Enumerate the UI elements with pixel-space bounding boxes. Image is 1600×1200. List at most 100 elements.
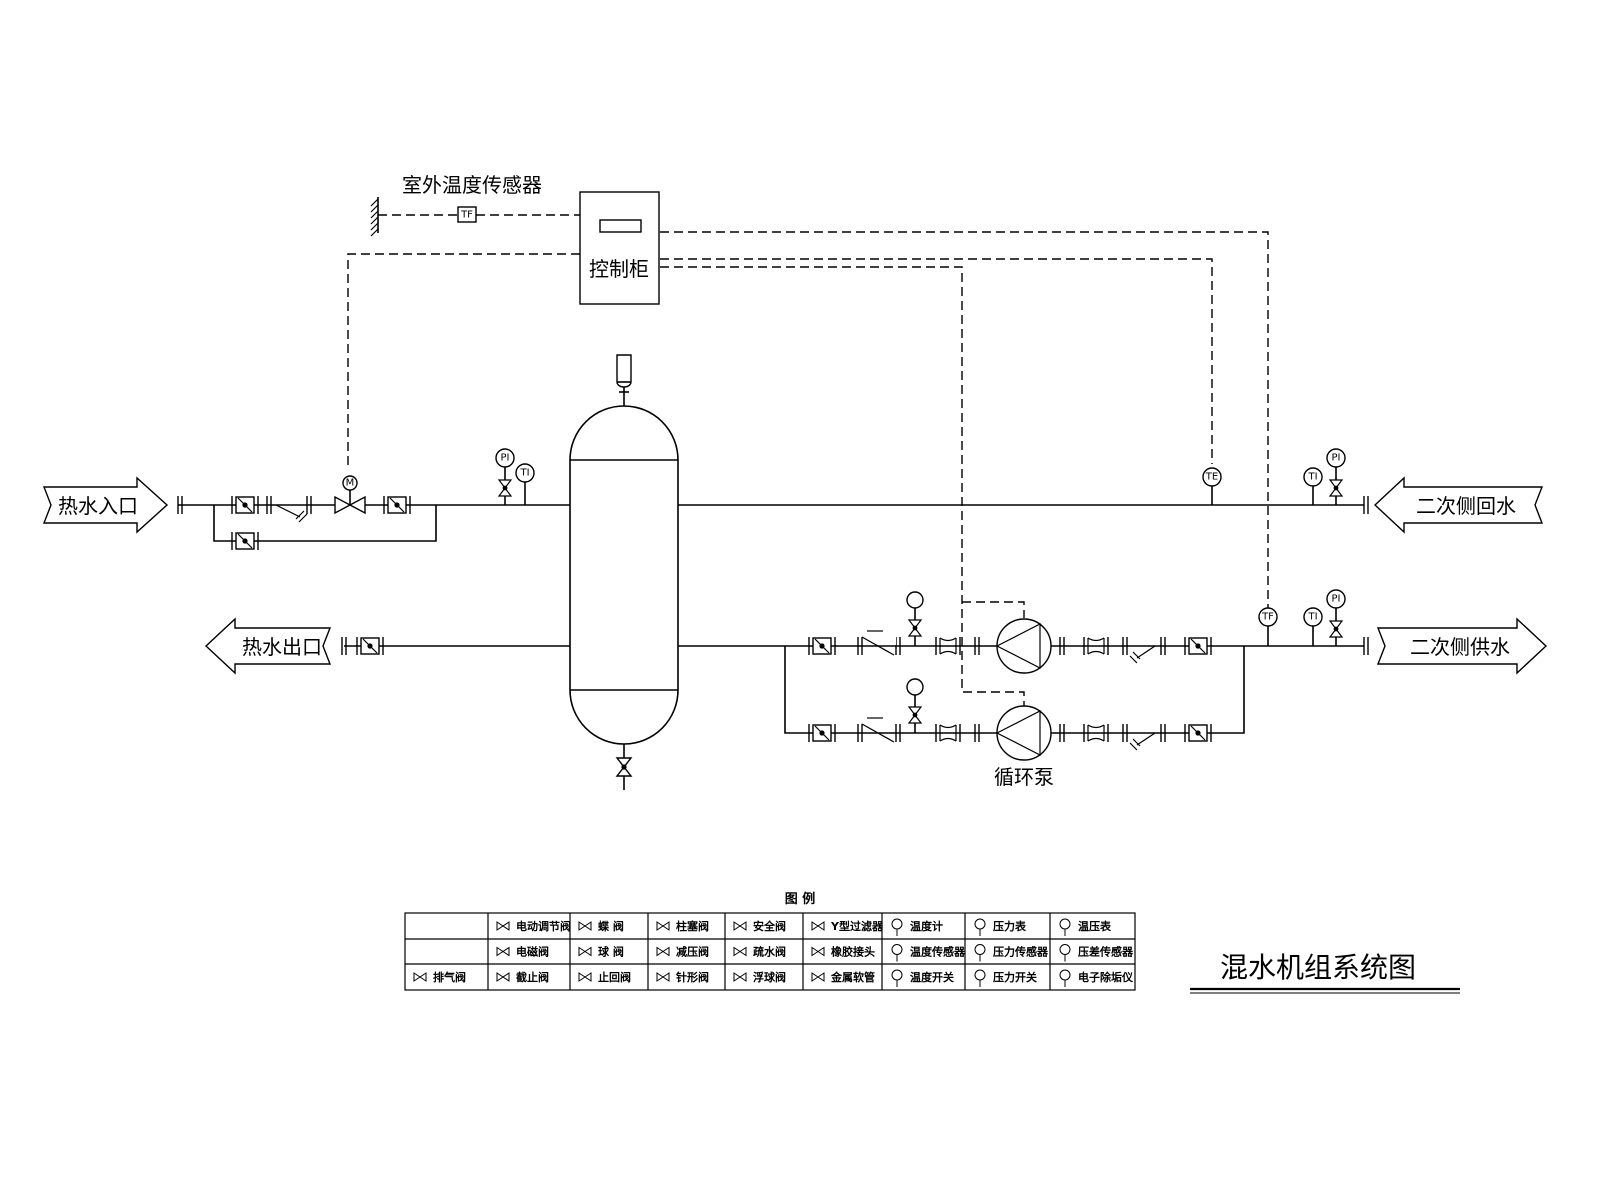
- legend-symbol-icon: [496, 946, 510, 957]
- legend-symbol-icon: [578, 946, 592, 957]
- legend-item-label: 电动调节阀: [516, 919, 571, 933]
- legend-symbol-icon: [974, 969, 986, 987]
- legend-symbol-icon: [656, 921, 670, 931]
- legend-symbol-icon: [974, 944, 986, 962]
- return-te-signal-line: [660, 258, 1213, 464]
- legend-item-label: 球 阀: [598, 945, 624, 959]
- pump-1: [995, 618, 1052, 674]
- supply-ti-tag: TI: [1307, 612, 1317, 623]
- control-wiring: [347, 214, 1269, 708]
- legend-item-label: 减压阀: [676, 945, 709, 959]
- pump-label: 循环泵: [994, 765, 1054, 789]
- pump2-signal-line: [660, 266, 1025, 708]
- legend-symbol-icon: [974, 918, 986, 936]
- legend-item-label: 金属软管: [830, 970, 875, 984]
- legend-item-label: 蝶 阀: [598, 919, 624, 933]
- port-hot-in-label: 热水入口: [58, 494, 138, 518]
- legend-item-label: 温压表: [1078, 919, 1112, 933]
- drawing-title: 混水机组系统图: [1220, 951, 1416, 984]
- legend-symbol-icon: [891, 969, 903, 987]
- legend-symbol-icon: [891, 944, 903, 962]
- outdoor-temp-sensor: TF: [370, 197, 477, 237]
- pump-branch-1: [808, 591, 1212, 674]
- legend-heading: 图 例: [785, 891, 816, 907]
- branch1-pressure-gauge: [906, 591, 924, 646]
- legend-item-label: 安全阀: [753, 919, 786, 933]
- supply-pi-tag: PI: [1332, 594, 1341, 605]
- legend-symbol-icon: [733, 921, 747, 931]
- legend-symbol-icon: [496, 972, 510, 982]
- legend-symbol-icon: [811, 921, 825, 931]
- inlet-butterfly-valve: [231, 495, 259, 515]
- legend-symbol-icon: [1059, 918, 1071, 936]
- supply-tf-sensor: TF: [1258, 607, 1278, 646]
- legend-symbol-icon: [656, 972, 670, 982]
- supply-thermometer: TI: [1303, 607, 1323, 646]
- supply-flange: [1363, 636, 1369, 656]
- outdoor-sensor-label: 室外温度传感器: [402, 173, 542, 197]
- legend-symbol-icon: [811, 946, 825, 957]
- inlet-thermometer: TI: [515, 463, 535, 505]
- tf-sensor-box: [457, 206, 477, 223]
- inlet-ti-tag: TI: [519, 468, 529, 479]
- port-secondary-supply: 二次侧供水: [1376, 617, 1548, 675]
- legend-item-label: 温度开关: [910, 970, 954, 984]
- return-pressure-gauge: PI: [1326, 448, 1346, 505]
- supply-tf-signal-line: [660, 231, 1269, 608]
- legend-symbol-icon: [733, 972, 747, 982]
- pump-branch-2: [808, 678, 1212, 761]
- return-te-sensor: TE: [1202, 467, 1222, 505]
- legend-symbol-icon: [891, 918, 903, 936]
- tf-sensor-tag: TF: [460, 210, 473, 221]
- bypass-butterfly-valve: [231, 531, 259, 551]
- pump1-signal-line: [962, 601, 1025, 618]
- branch2-butterfly-valve: [808, 723, 836, 743]
- cabinet-display-icon: [599, 219, 642, 233]
- pump-2: [995, 705, 1052, 761]
- port-secondary-supply-label: 二次侧供水: [1410, 635, 1510, 659]
- pipework: [178, 504, 1364, 734]
- supply-pressure-gauge: PI: [1326, 589, 1346, 646]
- motor-control-valve: M: [334, 475, 366, 515]
- legend-item-label: 电子除垢仪: [1078, 970, 1134, 984]
- drain-valve-icon: [615, 757, 633, 777]
- port-hot-water-outlet: 热水出口: [204, 617, 332, 675]
- inlet-pi-tag: PI: [501, 453, 510, 464]
- legend-item-label: 浮球阀: [753, 970, 786, 984]
- motor-valve-signal-line: [347, 253, 580, 470]
- port-secondary-return-label: 二次侧回水: [1416, 494, 1516, 518]
- legend-item-label: 压力传感器: [993, 945, 1049, 959]
- legend-symbol-icon: [1059, 944, 1071, 962]
- branch1-check-valve: [857, 630, 901, 656]
- legend-item-label: 疏水阀: [753, 945, 786, 959]
- motor-tag: M: [346, 478, 355, 489]
- return-flange: [1363, 495, 1369, 515]
- return-ti-tag: TI: [1307, 472, 1317, 483]
- legend-item-label: 电磁阀: [516, 945, 549, 959]
- legend-item-label: 温度计: [910, 919, 943, 933]
- legend-item-label: 止回阀: [598, 970, 631, 984]
- branch2-y-strainer: [1122, 723, 1166, 751]
- legend-symbol-icon: [1059, 969, 1071, 987]
- legend-item-label: 压力开关: [993, 970, 1037, 984]
- legend-item-label: 温度传感器: [910, 945, 966, 959]
- legend-symbol-icon: [811, 972, 825, 982]
- branch2-pressure-gauge: [906, 678, 924, 733]
- inlet-pressure-gauge: PI: [495, 448, 515, 505]
- return-pi-tag: PI: [1332, 453, 1341, 464]
- branch1-y-strainer: [1122, 636, 1166, 664]
- legend-item-label: 压差传感器: [1078, 945, 1134, 959]
- legend-item-label: 针形阀: [676, 970, 709, 984]
- branch1-outlet-butterfly-valve: [1184, 636, 1212, 656]
- legend-item-label: 截止阀: [516, 970, 549, 984]
- port-hot-out-label: 热水出口: [242, 635, 322, 659]
- inlet-y-strainer: [266, 495, 312, 523]
- legend-symbol-icon: [656, 946, 670, 957]
- port-secondary-return: 二次侧回水: [1373, 476, 1544, 534]
- branch1-butterfly-valve: [808, 636, 836, 656]
- legend-item-label: 排气阀: [433, 970, 466, 984]
- legend-item-label: 橡胶接头: [831, 945, 875, 959]
- branch2-outlet-butterfly-valve: [1184, 723, 1212, 743]
